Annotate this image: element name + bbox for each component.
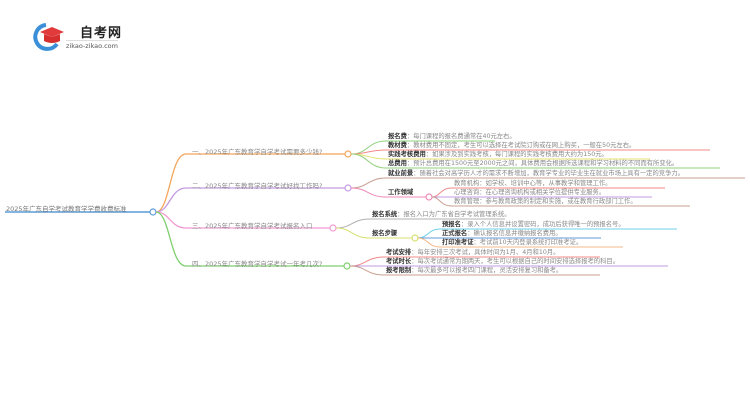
root-node: 2025年广东自学考试教育学学费收费标准 (6, 205, 127, 213)
leaf-work-psychology: 心理咨询：在心理咨询机构或相关学位提供专业服务。 (454, 189, 606, 196)
node-work-fields: 工作领域 (388, 189, 414, 196)
leaf-work-management: 教育管理：参与教育政策的制定和实施，或在教育行政部门工作。 (454, 198, 637, 205)
leaf-practice-fee: 实践考核费用：如果涉及到实践考核，每门课程的实践考核费用大约为150元。 (388, 151, 608, 158)
leaf-total-fee: 总费用：预计总费用在1500元至2000元之间，具体费用会根据所选课程和学习材料… (388, 160, 679, 167)
leaf-employment-prospect: 就业前景：随着社会对高学历人才的需求不断增加，教育学专业的毕业生在就业市场上具有… (388, 170, 684, 177)
leaf-formal-registration: 正式报名：确认报名信息并缴纳报名费用。 (442, 230, 562, 237)
leaf-textbook-fee: 教材费：教材费用不固定，考生可以选择在考试院订购或在网上购买，一般在50元左右。 (388, 142, 636, 149)
leaf-print-admission: 打印准考证：考试前10天内登录系统打印准考证。 (442, 239, 583, 246)
branch-exam-frequency: 四、2025年广东教育学自学考试一年考几次? (192, 260, 323, 268)
leaf-exam-duration: 考试时长：每次考试通常为期两天，考生可以根据自己的时间安排选择报考的科目。 (386, 258, 619, 265)
logo (30, 18, 150, 54)
branch-cost: 一、2025年广东教育学自学考试需要多少钱? (192, 148, 323, 156)
leaf-work-education: 教育机构：如学校、培训中心等，从事教学和管理工作。 (454, 180, 612, 187)
leaf-pre-registration: 预报名：录入个人信息并设置密码，成功后获得唯一的预报名号。 (442, 221, 625, 228)
branch-registration: 三、2025年广东教育学自学考试报名入口 (192, 222, 313, 230)
graduation-cap-icon (33, 23, 64, 51)
logo-title: 自考网 (80, 26, 123, 41)
branch-employment: 二、2025年广东教育学自学考试好找工作吗? (192, 182, 323, 190)
leaf-exam-schedule: 考试安排：每年安排三次考试，具体时间为1月、4月和10月。 (386, 249, 560, 256)
logo-subtitle: zikao-zikao.com (66, 40, 118, 50)
leaf-registration-fee: 报名费：每门课程的报名费通常在40元左右。 (388, 133, 516, 140)
leaf-exam-limit: 报考限制：每次最多可以报考四门课程，灵活安排复习和备考。 (386, 267, 563, 274)
leaf-registration-system: 报名系统：报名入口为广东省自学考试管理系统。 (372, 211, 511, 218)
node-registration-steps: 报名步骤 (372, 230, 398, 237)
